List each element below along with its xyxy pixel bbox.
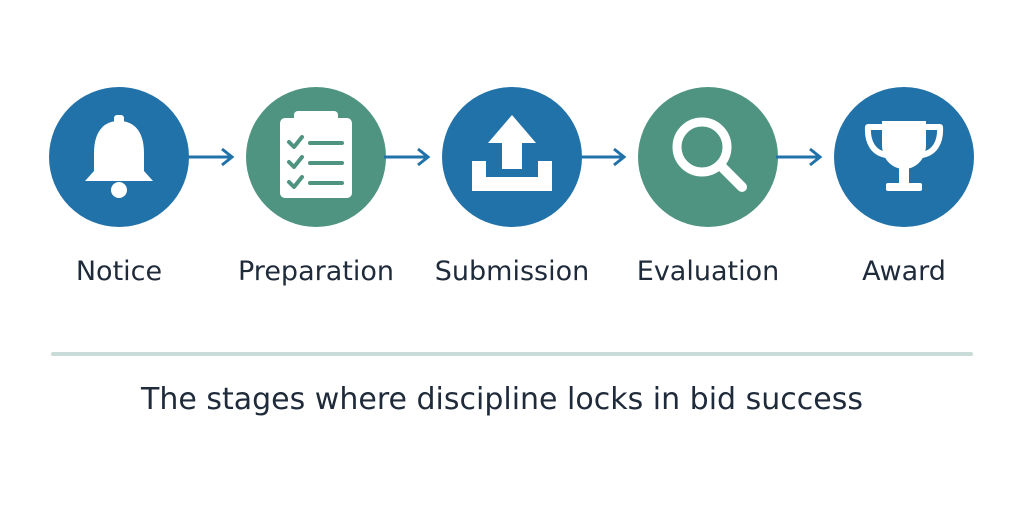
checklist-icon bbox=[280, 111, 352, 198]
arrow-right-icon bbox=[188, 147, 235, 167]
stage-circle-notice bbox=[49, 87, 189, 227]
arrow-right-icon bbox=[776, 147, 823, 167]
stage-label-preparation: Preparation bbox=[238, 256, 394, 287]
arrow-right-icon bbox=[580, 147, 627, 167]
stage-label-submission: Submission bbox=[434, 256, 590, 287]
bell-icon bbox=[85, 115, 153, 198]
stage-label-evaluation: Evaluation bbox=[636, 256, 780, 287]
caption: The stages where discipline locks in bid… bbox=[141, 382, 863, 417]
stage-circle-award bbox=[834, 87, 974, 227]
stage-label-notice: Notice bbox=[75, 256, 163, 287]
divider bbox=[51, 352, 973, 356]
magnifier-icon bbox=[672, 117, 747, 192]
arrow-right-icon bbox=[384, 147, 431, 167]
trophy-icon bbox=[864, 121, 944, 191]
upload-icon bbox=[472, 115, 552, 191]
stage-label-award: Award bbox=[862, 256, 946, 287]
stage-circle-evaluation bbox=[638, 87, 778, 227]
stage-circle-preparation bbox=[246, 87, 386, 227]
stage-circle-submission bbox=[442, 87, 582, 227]
